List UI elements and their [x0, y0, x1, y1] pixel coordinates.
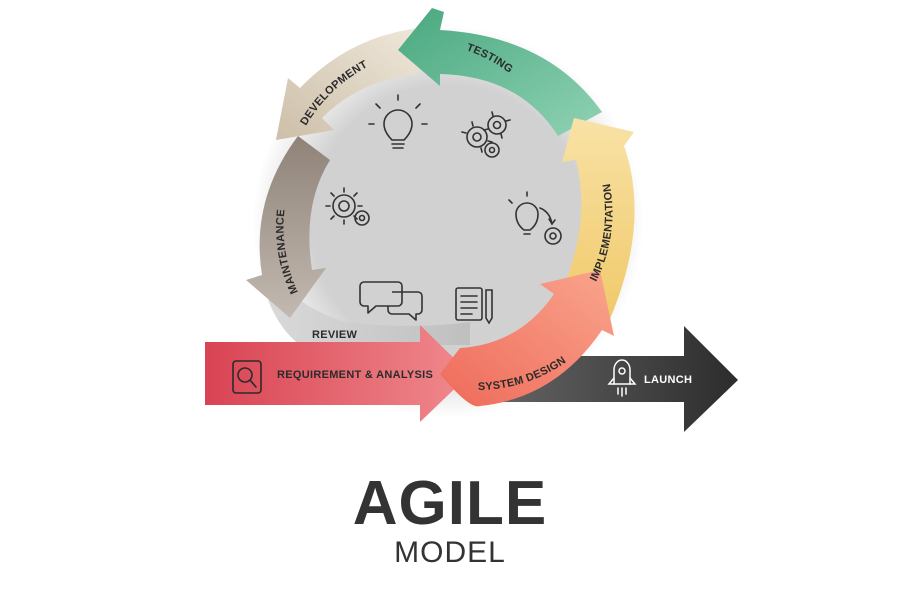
- diagram-subtitle: MODEL: [394, 536, 506, 569]
- review-label: REVIEW: [312, 329, 358, 341]
- requirement-label: REQUIREMENT & ANALYSIS: [277, 369, 433, 381]
- requirement-arrow: [205, 325, 470, 422]
- search-icon: [232, 360, 262, 394]
- maintenance-arrow: [246, 136, 330, 318]
- idea-gear-icon: [508, 191, 562, 245]
- rocket-icon: [607, 359, 637, 397]
- system-design-arrow: [440, 270, 614, 407]
- lightbulb-icon: [368, 94, 428, 149]
- chat-bubbles-icon: [359, 281, 423, 321]
- document-pencil-icon: [455, 287, 493, 325]
- gear-icon: [325, 187, 370, 226]
- testing-arrow: [398, 8, 602, 136]
- gears-icon: [461, 111, 511, 158]
- launch-label: LAUNCH: [644, 374, 692, 386]
- diagram-title: AGILE: [352, 469, 548, 538]
- launch-arrow: [470, 326, 738, 432]
- development-arrow: [276, 28, 420, 140]
- review-band: [268, 300, 470, 345]
